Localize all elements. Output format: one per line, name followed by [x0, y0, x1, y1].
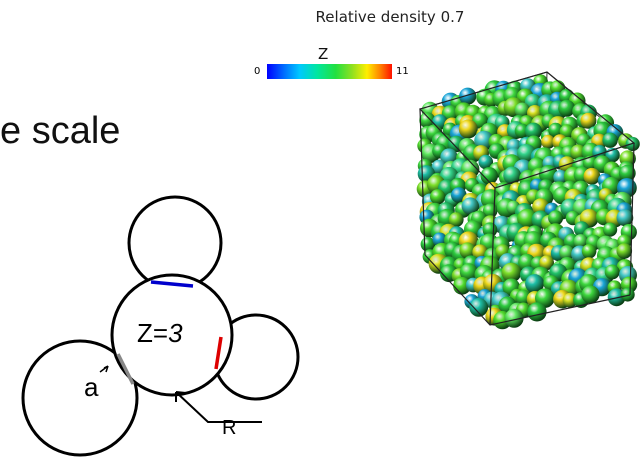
particle-sphere — [580, 112, 597, 129]
particle-sphere — [459, 87, 477, 105]
particle-sphere — [448, 212, 464, 228]
coordination-prefix: Z= — [137, 318, 169, 348]
neighbor-circle-left — [21, 339, 139, 457]
coordination-value: 3 — [168, 318, 183, 348]
particle-sphere — [525, 274, 545, 294]
particle-sphere — [518, 253, 536, 272]
particle-sphere — [616, 243, 633, 259]
center-circle — [110, 273, 234, 397]
particle-sphere — [458, 119, 478, 139]
particle-sphere — [603, 222, 618, 237]
radius-leader-line — [175, 391, 262, 423]
particle-sphere — [469, 298, 489, 317]
particle-sphere — [480, 167, 498, 185]
particle-sphere — [504, 308, 524, 328]
particle-sphere — [478, 154, 494, 170]
particle-spheres — [416, 74, 640, 330]
particle-sphere — [501, 262, 522, 283]
colorbar-min-label: 0 — [254, 66, 261, 77]
particle-sphere — [503, 166, 521, 185]
particle-sphere — [559, 245, 575, 261]
slide-text-fragment: e scale — [0, 110, 121, 152]
particle-sphere — [583, 167, 601, 185]
particle-sphere — [570, 144, 586, 161]
colorbar-max-label: 11 — [396, 66, 409, 77]
particle-sphere — [558, 99, 576, 117]
particle-sphere — [539, 255, 554, 271]
particle-sphere — [541, 134, 556, 149]
contact-line-right — [214, 336, 223, 370]
particle-sphere — [573, 234, 589, 249]
figure-title: Relative density 0.7 — [315, 8, 465, 26]
particle-sphere — [618, 164, 636, 182]
contact-line-left — [116, 353, 135, 385]
particle-sphere — [525, 122, 542, 140]
particle-sphere — [472, 244, 488, 260]
particle-sphere — [604, 264, 620, 280]
colorbar — [267, 64, 392, 79]
particle-sphere — [581, 285, 600, 304]
particle-sphere — [514, 102, 530, 118]
particle-sphere — [461, 197, 479, 215]
particle-sphere — [620, 287, 635, 302]
particle-sphere — [616, 209, 634, 227]
cube-front-edges — [418, 71, 636, 326]
particle-sphere — [562, 292, 578, 308]
particle-sphere — [459, 263, 478, 281]
contact-line-top — [150, 280, 194, 288]
particle-sphere — [517, 208, 538, 229]
particle-sphere — [514, 123, 530, 139]
radius-arrowhead — [175, 391, 187, 402]
contact-radius-label: a — [84, 372, 99, 402]
particle-sphere — [548, 122, 564, 138]
colorbar-label: Z — [318, 45, 329, 63]
particle-sphere — [527, 302, 547, 322]
particle-radius-label: R — [222, 417, 237, 439]
particle-sphere — [430, 189, 446, 205]
particle-sphere — [419, 112, 436, 129]
coordination-label: Z=3 — [137, 318, 183, 349]
particle-sphere — [548, 210, 564, 226]
particle-sphere — [459, 242, 476, 259]
particle-sphere — [581, 244, 597, 259]
particle-sphere — [602, 132, 618, 148]
contact-arrow — [99, 365, 109, 373]
